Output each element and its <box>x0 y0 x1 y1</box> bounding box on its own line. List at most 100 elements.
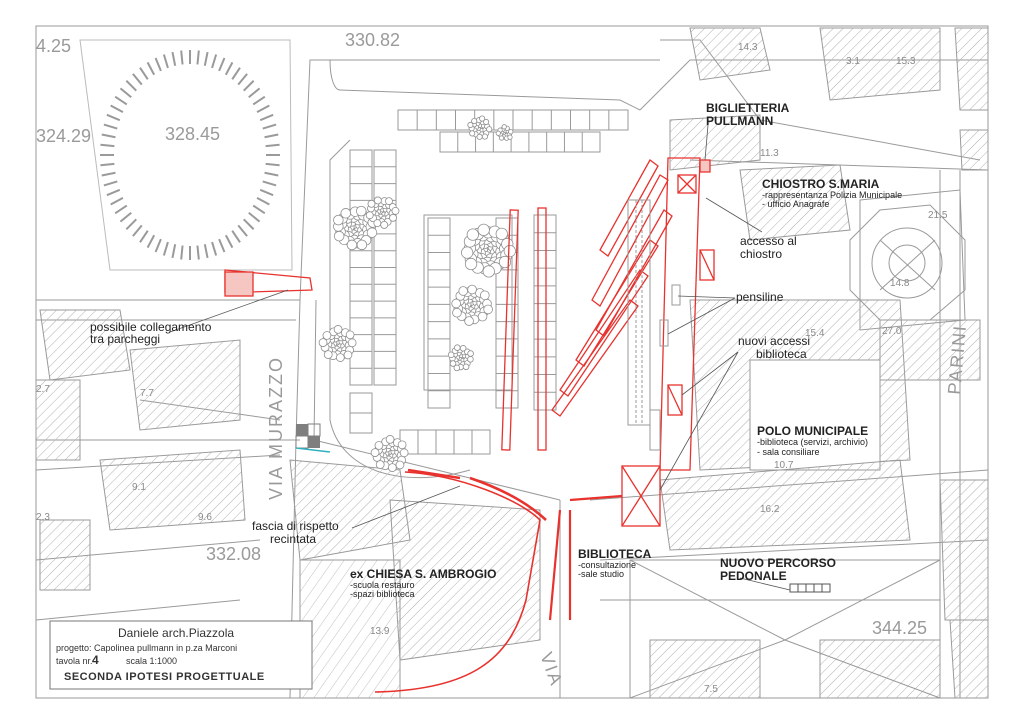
parking-stall-mark <box>180 245 184 260</box>
west-parking-stalls <box>100 50 280 260</box>
label-polo-line: - sala consiliare <box>757 447 820 457</box>
block-number: 7.5 <box>704 684 718 695</box>
trees <box>318 115 516 472</box>
parking-stall-mark <box>231 67 241 80</box>
street-via-murazzo: VIA MURAZZO <box>266 356 286 500</box>
murazzo-markers <box>295 423 331 453</box>
parking-stall-mark <box>114 204 128 215</box>
tree-icon <box>467 115 493 140</box>
parking-stall-mark <box>224 234 234 249</box>
block-number: 7.7 <box>140 388 154 399</box>
parking-stall-mark <box>132 73 143 86</box>
parking-stall-mark <box>211 54 218 69</box>
label-nuovi-accessi: nuovi accessi <box>738 334 810 348</box>
tree-icon <box>318 325 357 362</box>
parking-stall-mark <box>171 244 177 259</box>
building-blocks <box>35 27 989 699</box>
parking-stall-mark <box>101 171 116 177</box>
parking-stall-mark <box>162 54 169 69</box>
parking-stall-mark <box>211 241 218 256</box>
parking-stall-mark <box>103 123 118 130</box>
parking-stall-mark <box>132 224 143 237</box>
parking-stall-mark <box>114 95 128 106</box>
parking-stall-mark <box>154 57 162 72</box>
label-biglietteria: PULLMANN <box>706 114 773 128</box>
parking-stall-mark <box>237 224 248 237</box>
label-chiostro-line: -rappresentanza Polizia Municipale <box>762 190 902 200</box>
parking-stall-mark <box>243 218 255 230</box>
elevation-label: 328.45 <box>165 124 220 144</box>
parking-stall-mark <box>154 238 162 253</box>
parking-row <box>533 214 557 411</box>
parking-stall-mark <box>203 244 209 259</box>
parking-stall-mark <box>262 123 277 130</box>
block-number: 16.2 <box>760 504 780 515</box>
title-block-author: Daniele arch.Piazzola <box>118 626 234 640</box>
pensiline-canopies <box>627 199 681 451</box>
parking-row <box>399 429 491 455</box>
elevation-label: 332.08 <box>206 544 261 564</box>
parking-stall-mark <box>125 218 137 230</box>
title-block: Daniele arch.Piazzola progetto: Capoline… <box>49 620 313 690</box>
label-fascia: fascia di rispetto <box>252 519 339 533</box>
tree-icon <box>365 196 400 229</box>
parking-stall-mark <box>171 51 177 66</box>
parking-stall-mark <box>237 73 248 86</box>
tree-icon <box>495 124 514 141</box>
elevation-label: 344.25 <box>872 618 927 638</box>
block-number: 9.6 <box>198 512 212 523</box>
parking-stall-mark <box>218 238 226 253</box>
label-chiostro-title: CHIOSTRO S.MARIA <box>762 177 880 191</box>
parking-stall-mark <box>248 87 261 99</box>
percorso-arrow <box>789 583 831 593</box>
block-number: 14.8 <box>890 278 910 289</box>
label-nuovi-accessi: biblioteca <box>756 347 807 361</box>
parking-row <box>427 217 451 409</box>
central-parking-stalls <box>349 109 629 455</box>
label-polo-title: POLO MUNICIPALE <box>757 424 868 438</box>
parking-stall-mark <box>259 188 274 197</box>
parking-stall-mark <box>125 80 137 92</box>
parking-stall-mark <box>180 50 184 65</box>
parking-stall-mark <box>196 245 200 260</box>
block-number: 2.3 <box>36 512 50 523</box>
label-fascia: recintata <box>270 532 316 546</box>
parking-stall-mark <box>265 143 280 148</box>
parking-stall-mark <box>119 211 132 223</box>
elevation-label: 324.29 <box>36 126 91 146</box>
parking-stall-mark <box>231 230 241 243</box>
parking-stall-mark <box>256 197 270 206</box>
leader-lines <box>169 124 791 591</box>
title-block-sheet-number: 4 <box>92 653 99 667</box>
label-collegamento: tra parcheggi <box>90 332 160 346</box>
sheet-frame <box>35 25 989 699</box>
parking-stall-mark <box>162 241 169 256</box>
parking-stall-mark <box>252 204 266 215</box>
parking-stall-mark <box>139 230 149 243</box>
parking-stall-mark <box>103 180 118 187</box>
parking-stall-mark <box>100 143 115 148</box>
parking-stall-mark <box>106 113 121 122</box>
parking-row <box>439 131 601 153</box>
label-accesso: accesso al <box>740 234 797 248</box>
street-via: VIA <box>536 650 567 690</box>
parking-stall-mark <box>203 51 209 66</box>
parking-stall-mark <box>224 61 234 76</box>
tree-icon <box>447 344 474 372</box>
tree-icon <box>461 223 516 278</box>
parking-stall-mark <box>196 50 200 65</box>
parking-stall-mark <box>119 87 132 99</box>
parking-stall-mark <box>259 113 274 122</box>
label-chiesa-title: ex CHIESA S. AMBROGIO <box>350 567 496 581</box>
parking-stall-mark <box>256 104 270 113</box>
label-collegamento: possibile collegamento <box>90 320 212 334</box>
tree-icon <box>370 435 409 472</box>
project-overlay <box>224 157 715 693</box>
label-biglietteria: BIGLIETTERIA <box>706 101 790 115</box>
tree-icon <box>451 284 493 326</box>
elevation-label: 4.25 <box>36 36 71 56</box>
parking-stall-mark <box>101 133 116 139</box>
label-chiesa-line: -spazi biblioteca <box>350 589 415 599</box>
parking-stall-mark <box>252 95 266 106</box>
